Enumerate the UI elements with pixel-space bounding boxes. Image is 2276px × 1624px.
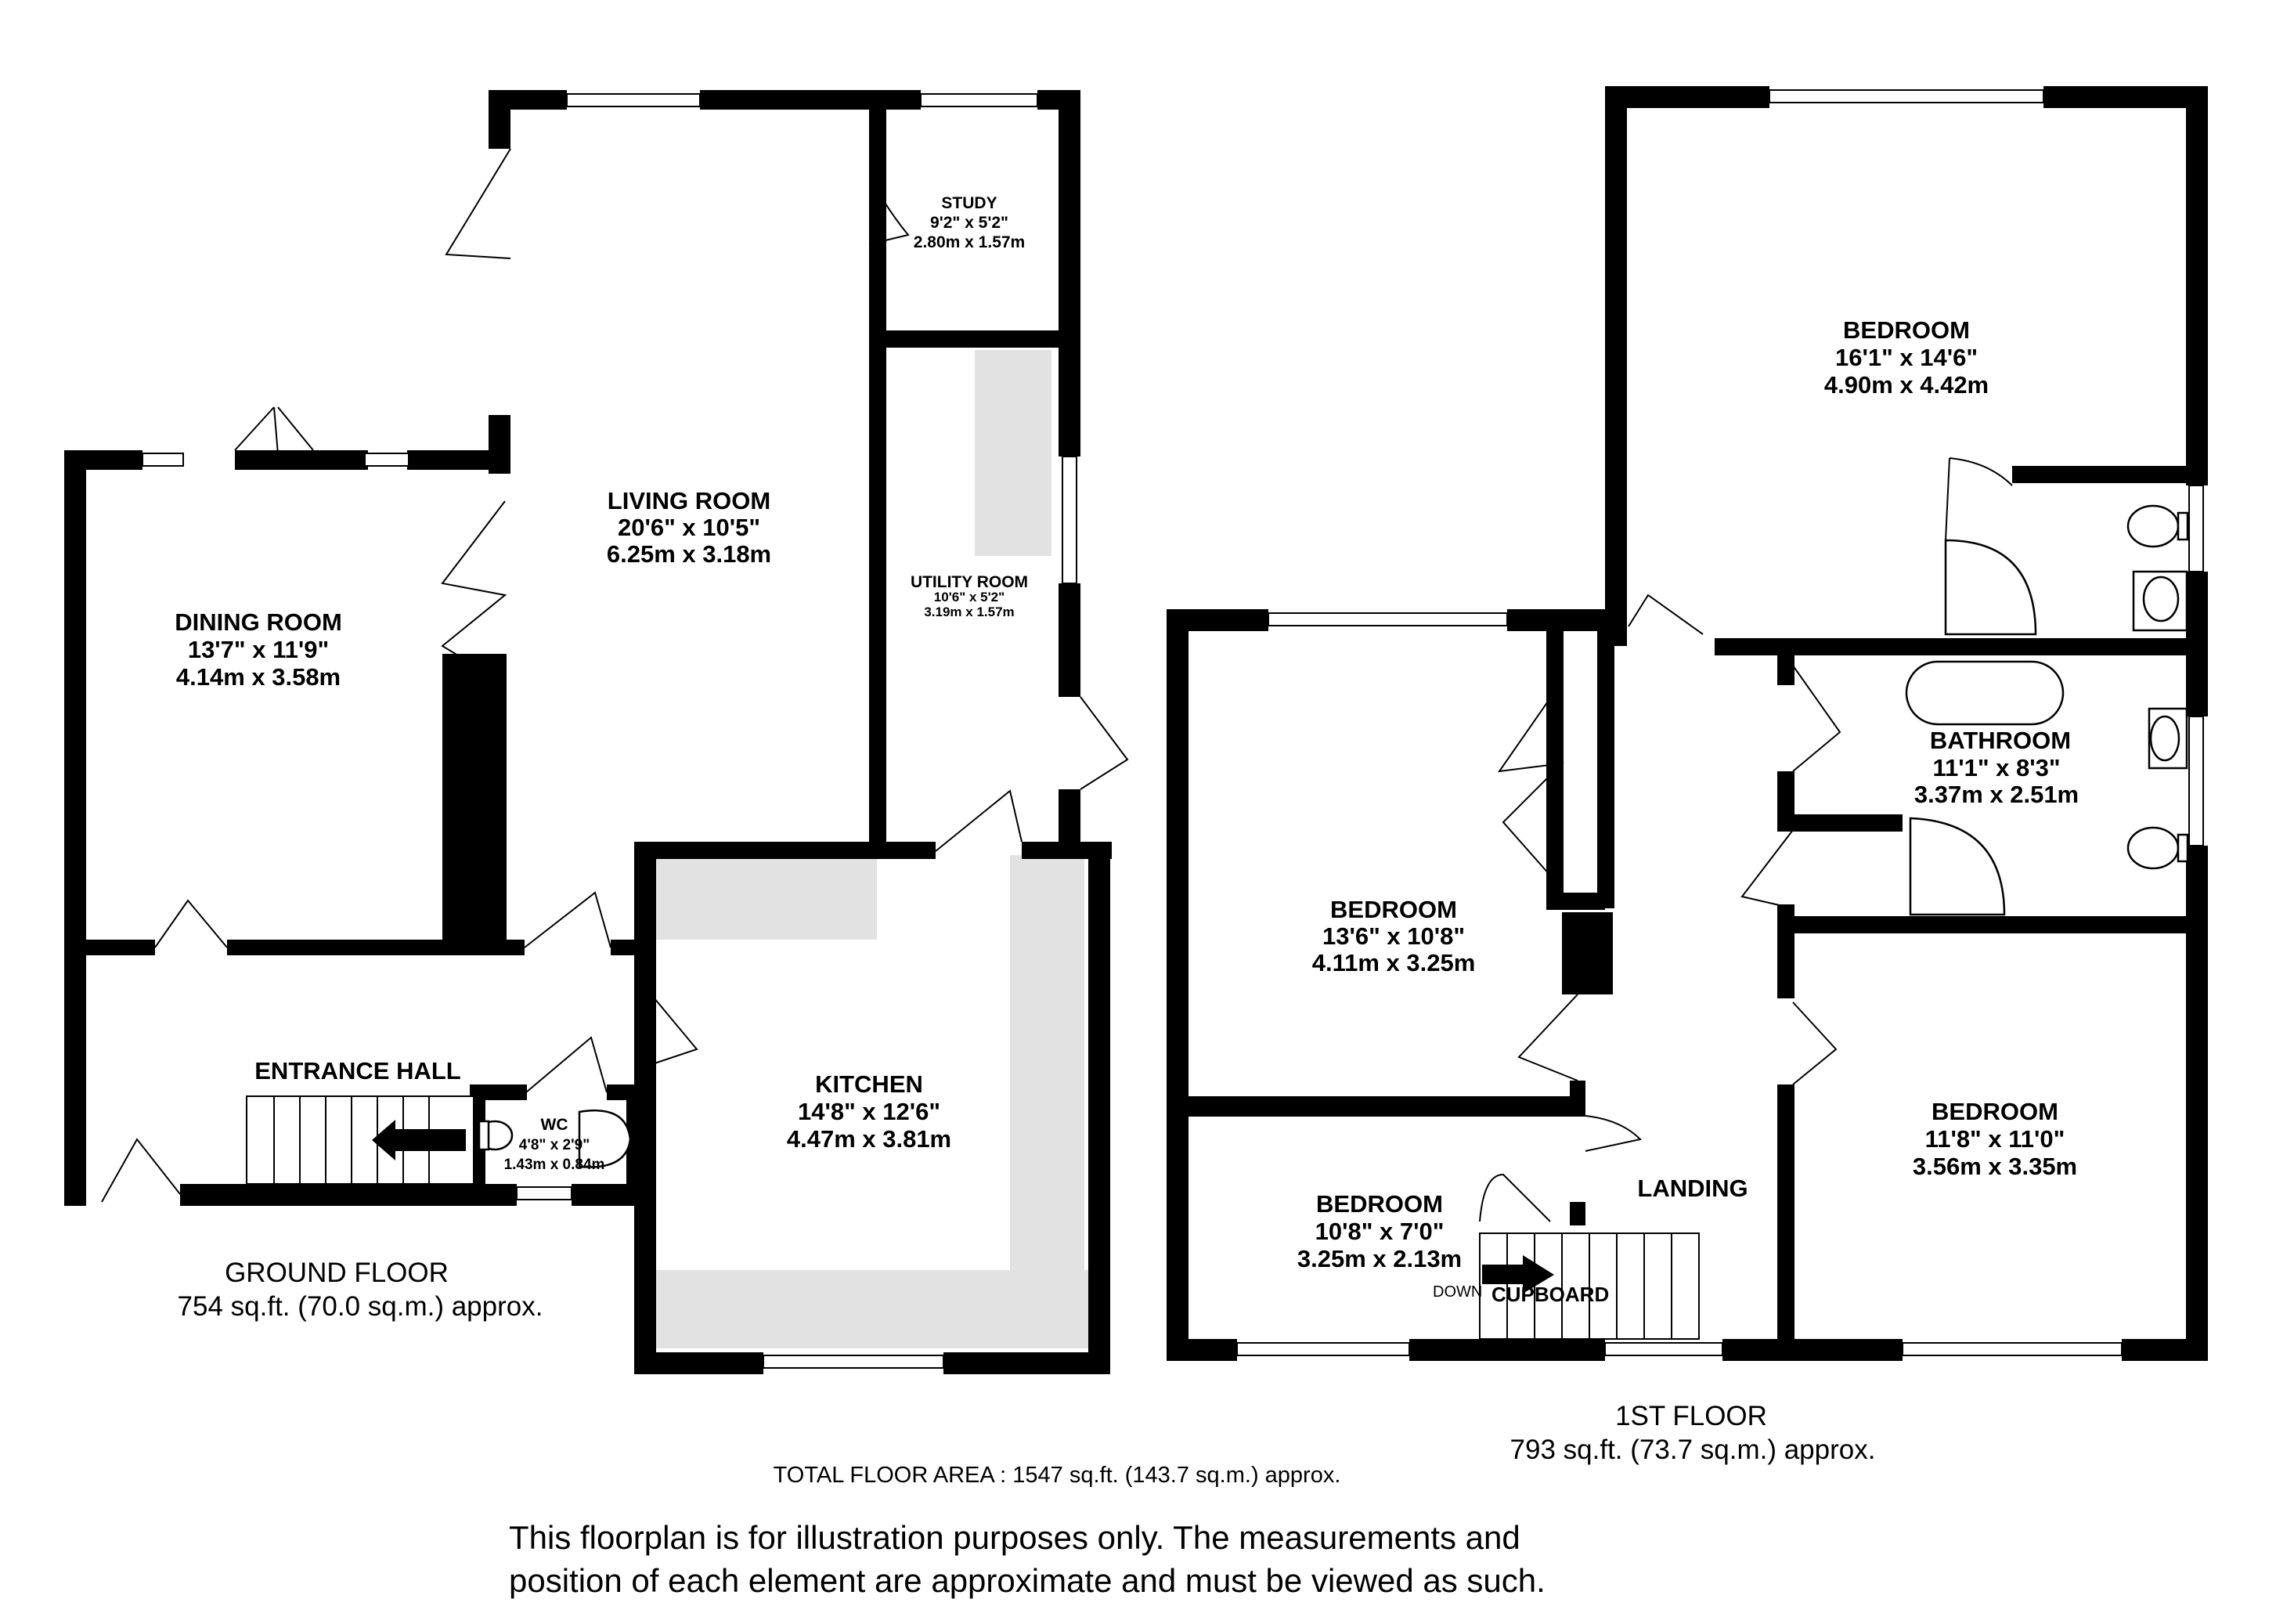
floor-area: 793 sq.ft. (73.7 sq.m.) approx. bbox=[1510, 1435, 1876, 1465]
first-floor-plan: BEDROOM 16'1" x 14'6" 4.90m x 4.42m BATH… bbox=[1167, 86, 2208, 1465]
floor-name: GROUND FLOOR bbox=[225, 1258, 449, 1288]
kitchen-walls bbox=[634, 842, 1112, 1374]
master-bedroom-walls bbox=[1605, 86, 2208, 655]
living-room-walls bbox=[442, 90, 1080, 947]
dining-room-walls bbox=[64, 450, 642, 1206]
floor-name: 1ST FLOOR bbox=[1615, 1401, 1767, 1431]
wc-fixtures bbox=[476, 1109, 632, 1168]
bathroom-fixtures bbox=[1905, 504, 2189, 916]
room-name: BEDROOM bbox=[1316, 1190, 1443, 1218]
wc-window bbox=[516, 1186, 572, 1200]
small-bedroom-windows bbox=[1236, 1342, 1723, 1356]
room-metric: 4.14m x 3.58m bbox=[176, 663, 341, 691]
room-name: BEDROOM bbox=[1932, 1098, 2058, 1125]
room-metric: 3.37m x 2.51m bbox=[1914, 781, 2079, 808]
room-name: LANDING bbox=[1637, 1175, 1748, 1202]
kitchen-window bbox=[763, 1355, 944, 1369]
room-name: STUDY bbox=[941, 194, 997, 212]
room-metric: 4.11m x 3.25m bbox=[1312, 949, 1476, 976]
first-staircase bbox=[1479, 1232, 1700, 1340]
room-imperial: 20'6" x 10'5" bbox=[618, 514, 760, 541]
room-metric: 2.80m x 1.57m bbox=[914, 233, 1025, 251]
room-metric: 3.19m x 1.57m bbox=[924, 604, 1014, 619]
room-imperial: 9'2" x 5'2" bbox=[930, 214, 1008, 232]
room-name: WC bbox=[541, 1116, 568, 1134]
room-name: BEDROOM bbox=[1330, 896, 1457, 923]
dining-room-windows bbox=[142, 453, 409, 467]
disclaimer-line-1: This floorplan is for illustration purpo… bbox=[509, 1519, 1520, 1556]
room-imperial: 13'7" x 11'9" bbox=[188, 636, 329, 663]
room-metric: 3.56m x 3.35m bbox=[1913, 1153, 2077, 1180]
room-name: KITCHEN bbox=[815, 1070, 923, 1098]
room-imperial: 10'6" x 5'2" bbox=[934, 590, 1005, 604]
room-metric: 4.90m x 4.42m bbox=[1824, 371, 1989, 399]
room-name: DINING ROOM bbox=[175, 608, 342, 636]
disclaimer-line-2: position of each element are approximate… bbox=[509, 1562, 1546, 1599]
bathroom-walls bbox=[1777, 638, 2208, 1361]
room-imperial: 11'8" x 11'0" bbox=[1925, 1125, 2065, 1153]
room-imperial: 13'6" x 10'8" bbox=[1322, 922, 1465, 950]
bedroom-2-walls bbox=[1167, 609, 1617, 1361]
room-name: BEDROOM bbox=[1843, 316, 1970, 344]
kitchen-fitted-units bbox=[656, 350, 1088, 1348]
room-name: ENTRANCE HALL bbox=[254, 1057, 461, 1084]
master-bedroom-windows bbox=[1769, 89, 2204, 572]
ground-floor-doors bbox=[101, 148, 1129, 1203]
bathroom-windows bbox=[1902, 716, 2204, 1356]
cupboard-label: CUPBOARD bbox=[1491, 1283, 1609, 1306]
living-room-windows bbox=[566, 93, 1077, 584]
room-metric: 3.25m x 2.13m bbox=[1297, 1245, 1462, 1272]
stairs-down-label: DOWN bbox=[1433, 1283, 1482, 1301]
plan-footer: TOTAL FLOOR AREA : 1547 sq.ft. (143.7 sq… bbox=[509, 1463, 1546, 1599]
room-imperial: 11'1" x 8'3" bbox=[1932, 754, 2060, 781]
first-floor-labels: BEDROOM 16'1" x 14'6" 4.90m x 4.42m BATH… bbox=[1297, 316, 2079, 1465]
ground-floor-labels: LIVING ROOM 20'6" x 10'5" 6.25m x 3.18m … bbox=[175, 194, 1028, 1322]
room-imperial: 14'8" x 12'6" bbox=[798, 1098, 940, 1125]
first-floor-doors bbox=[1479, 457, 2013, 1222]
floor-area: 754 sq.ft. (70.0 sq.m.) approx. bbox=[178, 1291, 543, 1322]
room-name: UTILITY ROOM bbox=[911, 573, 1028, 591]
room-name: LIVING ROOM bbox=[608, 487, 770, 514]
bedroom-2-window bbox=[1268, 612, 1508, 626]
room-imperial: 16'1" x 14'6" bbox=[1835, 344, 1978, 371]
total-floor-area: TOTAL FLOOR AREA : 1547 sq.ft. (143.7 sq… bbox=[774, 1463, 1341, 1488]
room-metric: 6.25m x 3.18m bbox=[607, 540, 771, 568]
room-imperial: 4'8" x 2'9" bbox=[519, 1137, 590, 1153]
room-imperial: 10'8" x 7'0" bbox=[1315, 1218, 1445, 1245]
room-metric: 4.47m x 3.81m bbox=[787, 1125, 951, 1153]
room-metric: 1.43m x 0.84m bbox=[504, 1157, 605, 1173]
ground-staircase bbox=[246, 1095, 474, 1185]
ground-floor-plan: LIVING ROOM 20'6" x 10'5" 6.25m x 3.18m … bbox=[64, 90, 1129, 1374]
room-name: BATHROOM bbox=[1930, 727, 2071, 754]
